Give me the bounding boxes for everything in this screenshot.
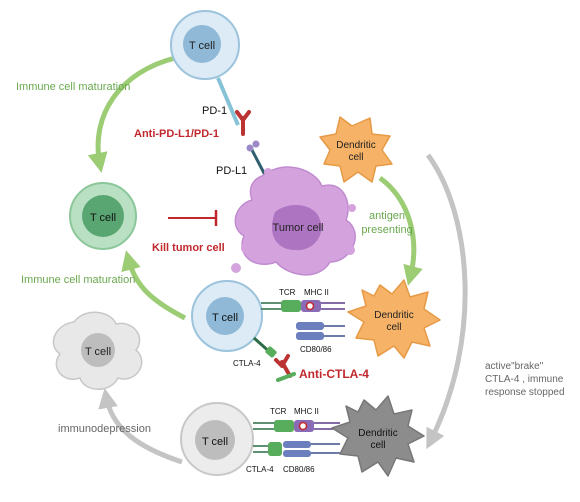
maturation-label-top: Immune cell maturation	[16, 81, 130, 93]
dendritic-mid-label-1: Dendritic	[374, 310, 413, 321]
dendritic-mid-label-2: cell	[386, 322, 401, 333]
dendritic-top-label-1: Dendritic	[336, 140, 375, 151]
maturation-label-mid: Immune cell maturation	[21, 274, 135, 286]
anti-ctla4-antibody-icon	[274, 354, 296, 382]
tumor-cell: Tumor cell	[231, 166, 356, 276]
pd1-label: PD-1	[202, 105, 227, 117]
tcr-label-mid: TCR	[279, 288, 296, 297]
maturation-arrow-mid	[121, 250, 187, 321]
kill-tumor-label: Kill tumor cell	[152, 242, 225, 254]
cd80-label-bottom: CD80/86	[283, 465, 315, 474]
anti-ctla4-label: Anti-CTLA-4	[299, 367, 369, 381]
anti-pd-label: Anti-PD-L1/PD-1	[134, 128, 219, 140]
antigen-presenting-arrow	[378, 175, 423, 286]
ctla4-label-mid: CTLA-4	[233, 359, 261, 368]
dendritic-bottom-label-1: Dendritic	[358, 428, 397, 439]
ctla4-label-bottom: CTLA-4	[246, 465, 274, 474]
tcr-label-bottom: TCR	[270, 407, 287, 416]
cd80-label-mid: CD80/86	[300, 345, 332, 354]
ctla4-cd80-complex-bottom	[253, 441, 340, 457]
t-cell-mid: T cell	[191, 280, 263, 352]
t-cell-green: T cell	[69, 182, 137, 250]
tcr-mhc-complex-bottom	[253, 420, 340, 432]
dendritic-cell-top: Dendritic cell	[319, 116, 393, 183]
maturation-arrow-top	[87, 55, 176, 173]
dendritic-cell-mid: Dendritic cell	[347, 279, 441, 359]
brake-label-3: response stopped	[485, 387, 565, 398]
mhc-label-mid: MHC II	[304, 288, 329, 297]
dendritic-bottom-label-2: cell	[370, 440, 385, 451]
cd80-molecule-mid	[296, 322, 345, 340]
antigen-label-1: antigen	[369, 210, 405, 222]
tcr-mhc-complex-mid	[261, 300, 345, 312]
t-cell-top: T cell	[170, 10, 240, 80]
tumor-cell-label: Tumor cell	[273, 222, 324, 234]
brake-label-2: CTLA-4 , immune	[485, 374, 564, 385]
dendritic-cell-bottom: Dendritic cell	[331, 395, 425, 477]
pd1-receptor	[216, 77, 240, 126]
t-cell-mid-label: T cell	[212, 312, 238, 324]
ctla4-receptor-mid	[253, 336, 277, 358]
brake-label-1: active"brake"	[485, 361, 544, 372]
dendritic-top-label-2: cell	[348, 152, 363, 163]
immunodepression-label: immunodepression	[58, 423, 151, 435]
t-cell-gray-exhausted: T cell	[52, 311, 143, 390]
t-cell-bottom-label: T cell	[202, 436, 228, 448]
anti-pd-antibody-icon	[235, 110, 251, 136]
antigen-label-2: presenting	[361, 224, 412, 236]
t-cell-gray-label: T cell	[85, 346, 111, 358]
brake-arrow	[425, 153, 468, 450]
pdl1-ligand	[246, 140, 267, 176]
t-cell-top-label: T cell	[189, 40, 215, 52]
t-cell-green-label: T cell	[90, 212, 116, 224]
t-cell-bottom: T cell	[180, 402, 254, 476]
mhc-label-bottom: MHC II	[294, 407, 319, 416]
kill-tumor-inhibition-icon	[168, 210, 218, 226]
pdl1-label: PD-L1	[216, 165, 247, 177]
immunodepression-arrow	[98, 388, 183, 465]
